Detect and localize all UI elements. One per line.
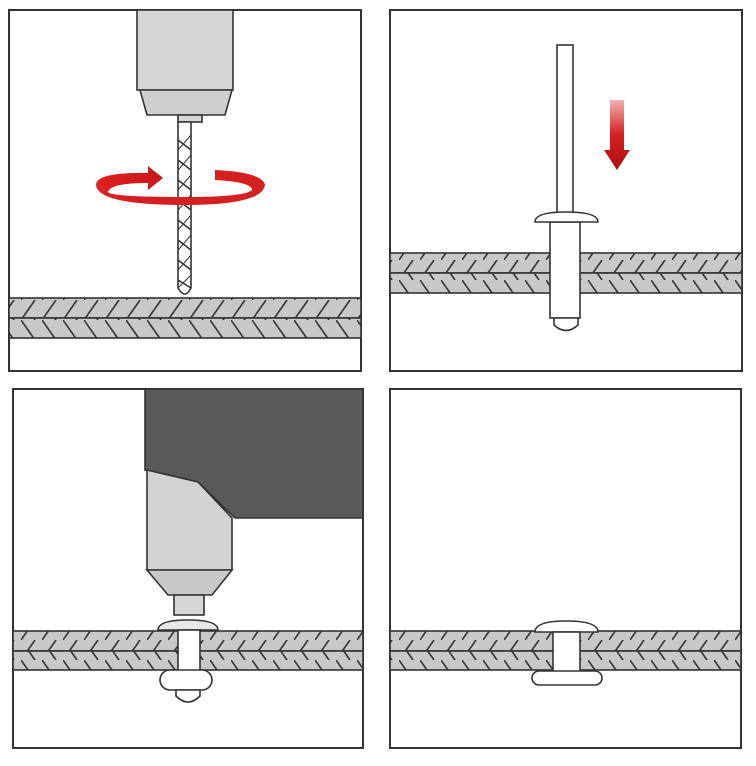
step-1-drill-panel [8, 9, 362, 372]
panel-frame [389, 388, 742, 749]
down-arrow-icon [604, 100, 630, 170]
step-2-insert-panel [389, 9, 743, 372]
rivet [534, 44, 599, 332]
bottom-plate [8, 317, 362, 339]
riveter-body [144, 388, 364, 519]
step-4-set-panel [389, 388, 742, 749]
rotation-arrow-icon [96, 166, 265, 205]
set-rivet [531, 620, 603, 686]
rivet [157, 619, 219, 703]
drill-bit [177, 121, 192, 295]
riveter-nose [145, 468, 234, 616]
step-3-riveter-panel [12, 388, 364, 749]
top-plate [8, 297, 362, 319]
drill-chuck [136, 9, 234, 123]
